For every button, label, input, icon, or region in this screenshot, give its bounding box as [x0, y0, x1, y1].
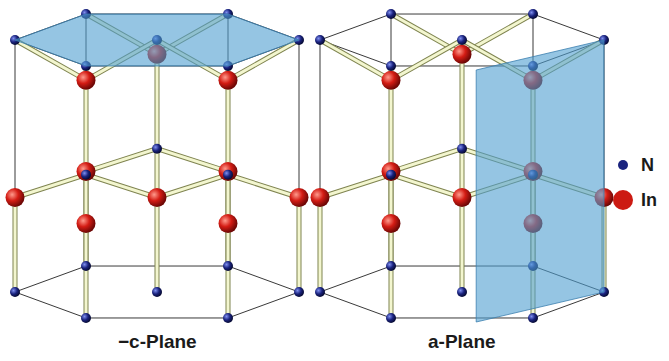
indium-atom — [6, 188, 25, 207]
legend-swatch — [618, 160, 628, 170]
bond-outline — [320, 40, 391, 80]
nitrogen-atom — [457, 287, 467, 297]
nitrogen-atom — [528, 9, 538, 19]
bond — [461, 198, 464, 293]
legend-label: N — [641, 155, 654, 176]
bond — [85, 80, 88, 175]
bond-outline — [155, 198, 160, 293]
indium-atom — [219, 214, 238, 233]
plane-label: −c-Plane — [118, 331, 197, 353]
bond — [15, 175, 86, 198]
plane-label: a-Plane — [428, 331, 496, 353]
nitrogen-atom — [457, 35, 467, 45]
unit-cell — [311, 9, 614, 323]
bond-outline — [155, 54, 160, 149]
bond — [461, 54, 464, 149]
indium-atom — [453, 45, 472, 64]
cell-edge — [391, 66, 392, 318]
indium-atom — [77, 162, 96, 181]
nitrogen-atom — [315, 287, 325, 297]
nitrogen-atom — [10, 287, 20, 297]
nitrogen-atom — [294, 287, 304, 297]
bond — [227, 80, 230, 175]
bond — [14, 198, 17, 293]
bond-outline — [460, 198, 465, 293]
bond-outline — [320, 175, 391, 198]
bond-outline — [391, 149, 462, 172]
bond-outline — [391, 175, 462, 198]
indium-atom — [290, 188, 309, 207]
legend-swatch — [613, 190, 633, 210]
crystal-plane — [15, 14, 299, 66]
bond — [86, 175, 157, 198]
cell-edge — [86, 66, 87, 318]
crystal-plane — [476, 40, 604, 322]
cell-edge — [320, 40, 321, 292]
indium-atom — [453, 188, 472, 207]
bond-outline — [157, 175, 228, 198]
bond-outline — [15, 175, 86, 198]
bond — [320, 175, 391, 198]
bond — [157, 149, 228, 172]
indium-atom — [77, 71, 96, 90]
bond — [391, 175, 462, 198]
unit-cell — [6, 9, 309, 323]
bond — [391, 40, 462, 80]
legend-label: In — [641, 190, 657, 211]
nitrogen-atom — [528, 313, 538, 323]
nitrogen-atom — [315, 35, 325, 45]
bond-outline — [297, 198, 302, 293]
indium-atom — [219, 71, 238, 90]
nitrogen-atom — [386, 261, 396, 271]
bond-outline — [86, 175, 157, 198]
bond — [320, 40, 391, 80]
bond — [298, 198, 301, 293]
nitrogen-atom — [386, 61, 396, 71]
bond-outline — [228, 175, 299, 198]
bond — [157, 175, 228, 198]
bond — [319, 198, 322, 293]
bond-outline — [318, 198, 323, 293]
cell-edge — [228, 66, 229, 318]
nitrogen-atom — [223, 170, 233, 180]
indium-atom — [77, 214, 96, 233]
bond — [390, 80, 393, 175]
nitrogen-atom — [152, 144, 162, 154]
cell-edge — [299, 40, 300, 292]
bond-outline — [226, 80, 231, 175]
nitrogen-atom — [386, 313, 396, 323]
bond-outline — [13, 198, 18, 293]
bond — [391, 149, 462, 172]
indium-atom — [382, 214, 401, 233]
bond-outline — [84, 80, 89, 175]
bond-outline — [389, 80, 394, 175]
bond — [156, 198, 159, 293]
indium-atom — [382, 162, 401, 181]
bond — [156, 54, 159, 149]
bond-outline — [391, 40, 462, 80]
nitrogen-atom — [386, 170, 396, 180]
nitrogen-atom — [81, 313, 91, 323]
indium-atom — [382, 71, 401, 90]
indium-atom — [311, 188, 330, 207]
bond-outline — [157, 149, 228, 172]
indium-atom — [148, 188, 167, 207]
bond-outline — [460, 54, 465, 149]
nitrogen-atom — [81, 170, 91, 180]
bond-outline — [86, 149, 157, 172]
bond — [228, 175, 299, 198]
nitrogen-atom — [386, 9, 396, 19]
cell-edge — [15, 40, 16, 292]
nitrogen-atom — [457, 144, 467, 154]
bond — [86, 149, 157, 172]
nitrogen-atom — [152, 287, 162, 297]
nitrogen-atom — [223, 261, 233, 271]
nitrogen-atom — [223, 313, 233, 323]
cell-edge — [15, 14, 299, 66]
indium-atom — [219, 162, 238, 181]
nitrogen-atom — [81, 261, 91, 271]
